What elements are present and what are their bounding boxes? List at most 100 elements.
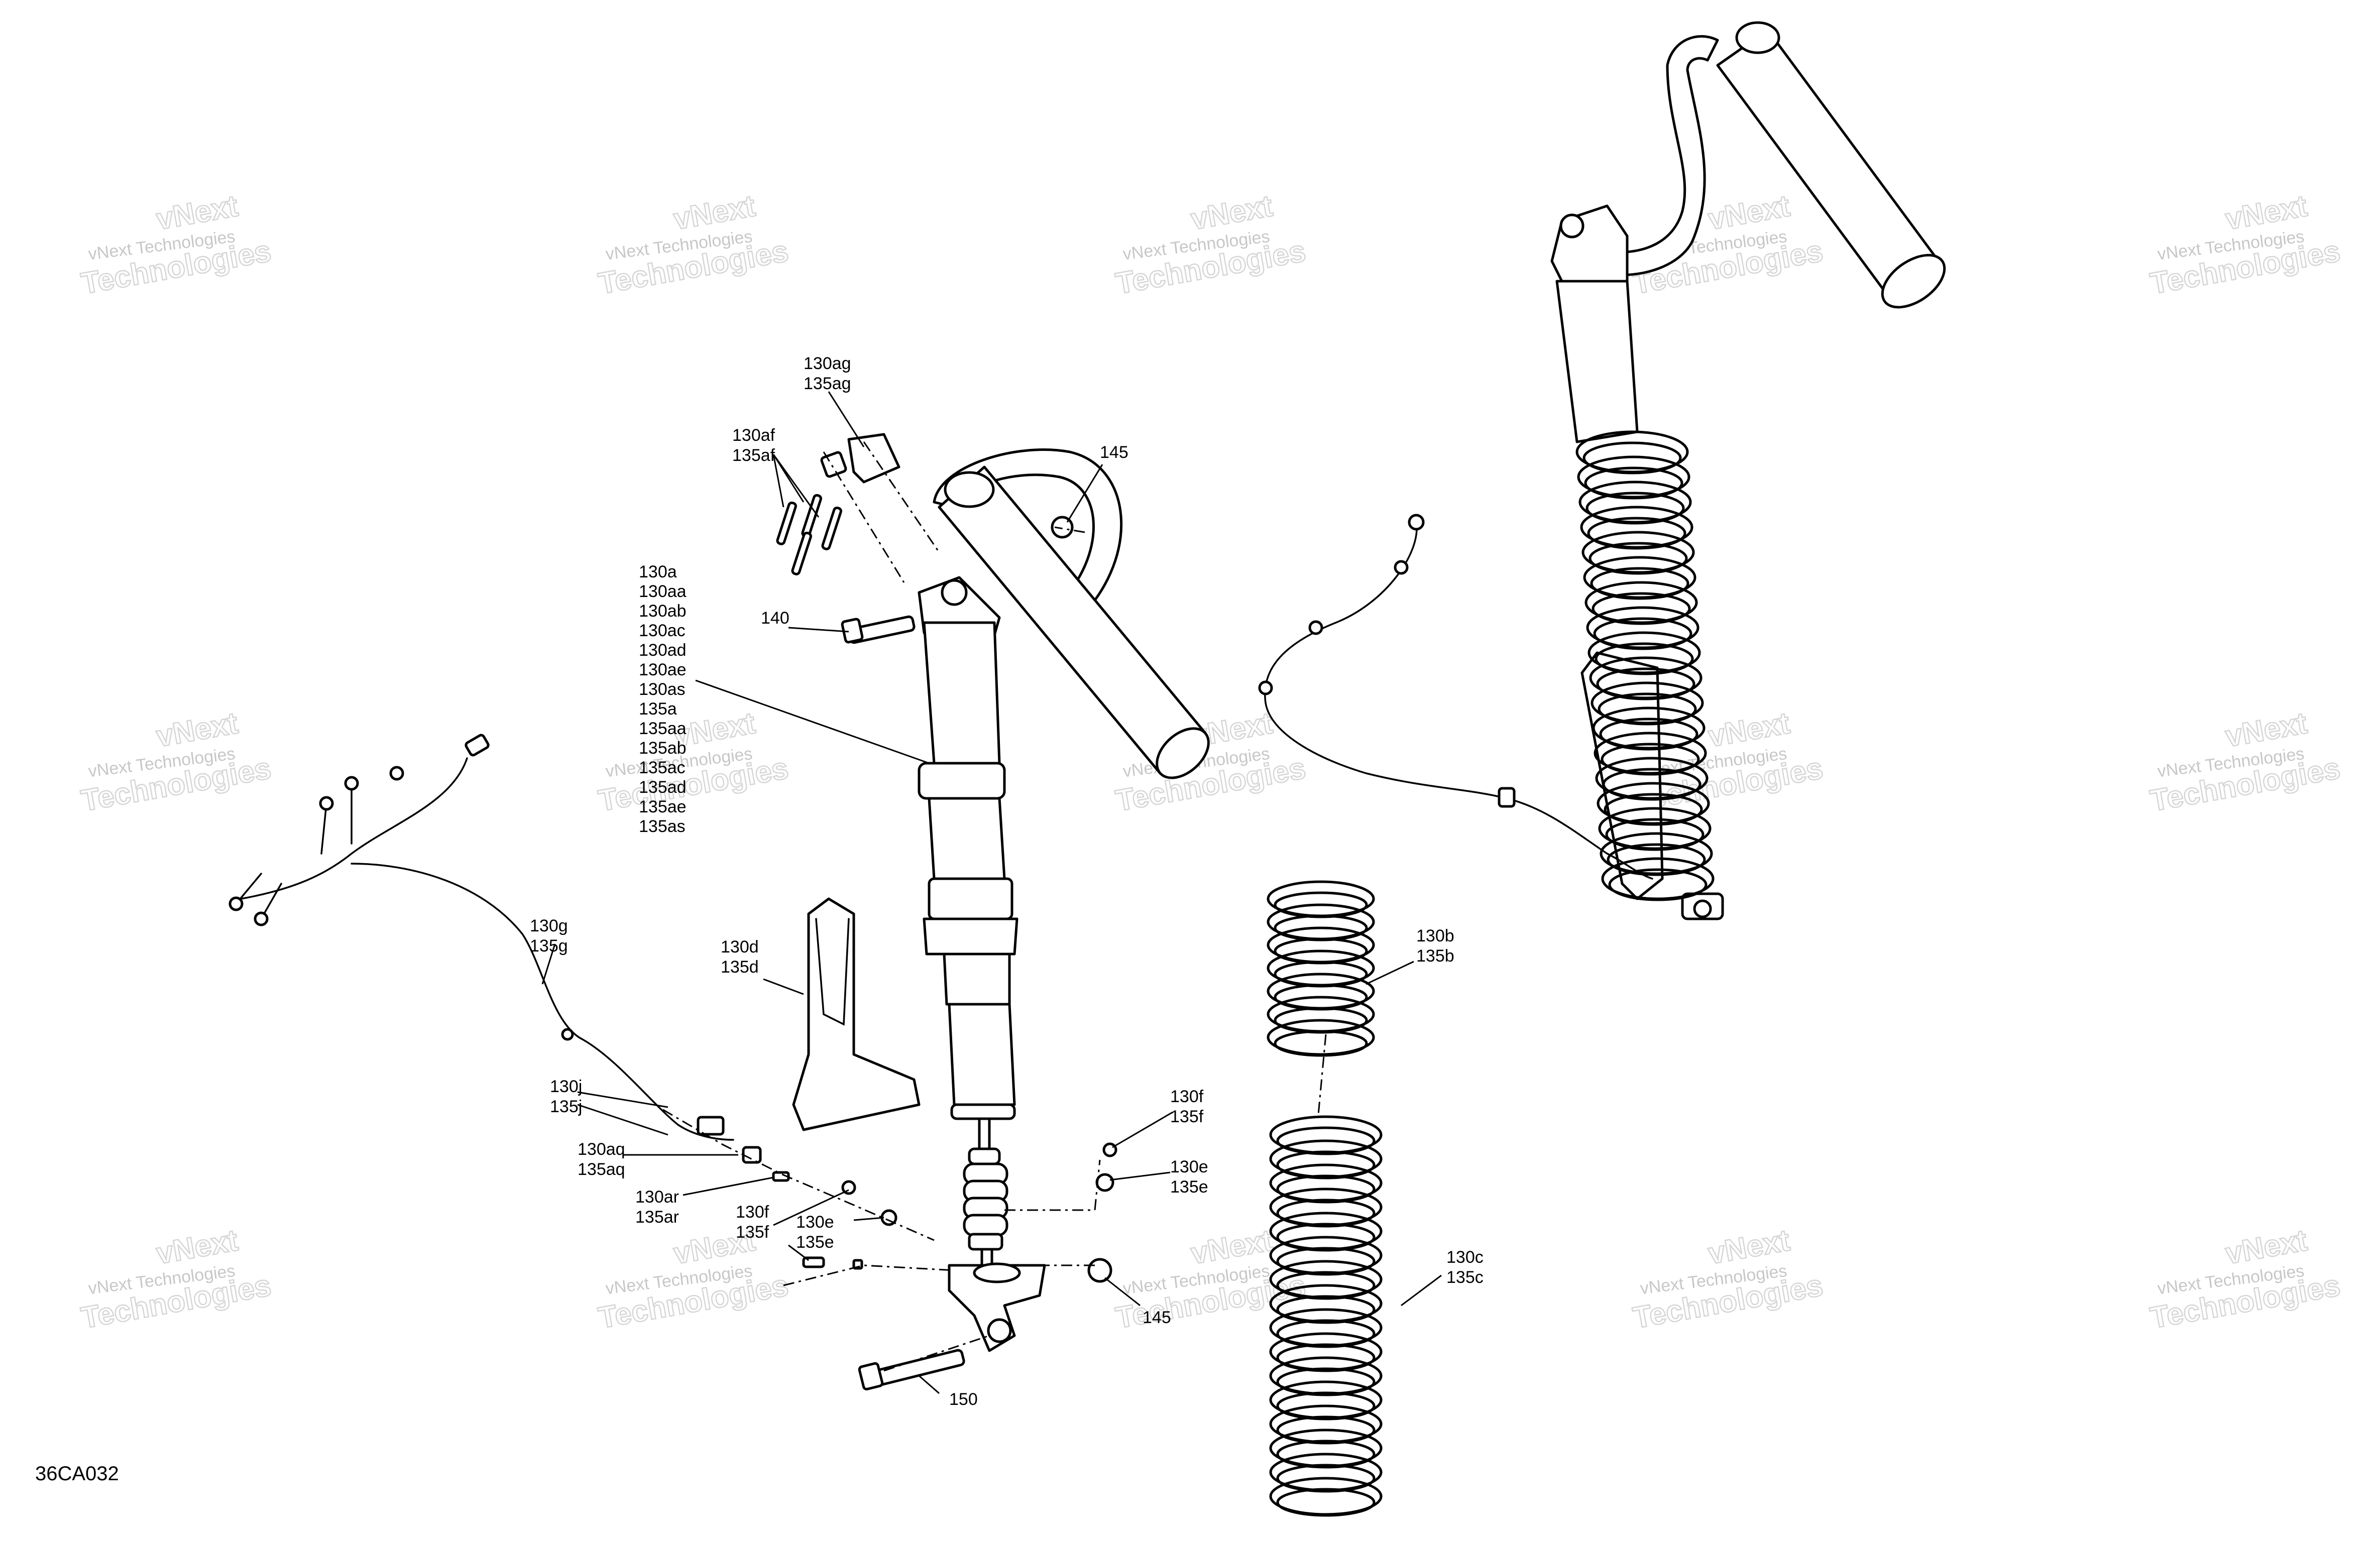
- spring-coil-inner: [1601, 743, 1700, 776]
- spring-coil-inner: [1608, 868, 1708, 901]
- rear-upper-bushing: [1559, 213, 1584, 239]
- callout-130d: 130d 135d: [721, 937, 763, 977]
- spring-coil-inner: [1605, 818, 1705, 851]
- spring-coil-inner: [1276, 1199, 1376, 1228]
- spring-coil-inner: [1598, 692, 1697, 726]
- spring-coil-inner: [1582, 441, 1682, 474]
- rear-harness-clip-3: [1308, 620, 1323, 635]
- bolt-150-head: [858, 1362, 884, 1391]
- rear-reservoir-hose: [1596, 35, 1719, 276]
- washer-130e-right: [1095, 1173, 1114, 1192]
- bolt-130af-2: [801, 494, 822, 538]
- shock-tube-lower: [943, 953, 1011, 1006]
- spring-coil-inner: [1276, 1223, 1376, 1252]
- spring-coil-inner: [1587, 517, 1686, 550]
- rear-harness: [1258, 514, 1653, 880]
- callout-130e-right: 130e 135e: [1170, 1157, 1213, 1197]
- spring-coil-inner: [1584, 466, 1683, 500]
- front-shock-hardware: [697, 433, 1117, 1391]
- harness-clip-5: [389, 766, 404, 781]
- spring-coil-inner: [1604, 793, 1703, 826]
- spring-coil-inner: [1276, 1464, 1376, 1493]
- callout-130f-right: 130f 135f: [1170, 1087, 1208, 1126]
- spring-130b: [1267, 880, 1375, 1057]
- assembly-dash-lines: [662, 441, 1327, 1372]
- spring-coil-inner: [1596, 667, 1695, 700]
- rear-adjuster-knob: [1735, 21, 1780, 54]
- callout-145-upper: 145: [1100, 443, 1128, 462]
- harness-clip-3: [229, 896, 244, 911]
- spring-coil-inner: [1585, 492, 1685, 525]
- callout-130a-item: 135as: [639, 817, 686, 836]
- damper-tube: [948, 1003, 1016, 1106]
- front-shock-assembly: [792, 448, 1210, 1352]
- harness-branches: [235, 782, 353, 920]
- bolt-130af-1: [776, 501, 797, 545]
- callout-130a-item: 130ac: [639, 621, 686, 640]
- spring-seat: [923, 917, 1018, 956]
- bump-stop: [963, 1147, 1008, 1251]
- lower-eye-bushing: [987, 1318, 1012, 1343]
- spring-130c: [1269, 1115, 1383, 1517]
- rear-harness-clip-2: [1394, 560, 1409, 575]
- callout-130a-item: 130ae: [639, 660, 687, 679]
- callout-130a-item: 135ae: [639, 797, 687, 816]
- bolt-130af-3: [821, 506, 842, 550]
- harness-branch-1: [240, 757, 468, 900]
- rear-lower-bushing: [1693, 899, 1712, 918]
- rear-coil-spring: [1575, 430, 1715, 901]
- rear-harness-clip-1: [1408, 514, 1425, 531]
- callout-150: 150: [949, 1390, 978, 1409]
- spring-coil-inner: [1276, 1126, 1376, 1155]
- lower-mount: [948, 1264, 1046, 1352]
- rear-shock-assembly: [1550, 21, 1946, 920]
- spring-coil-inner: [1590, 567, 1689, 600]
- spring-coil-inner: [1276, 1271, 1376, 1300]
- harness-clip-2: [344, 776, 359, 791]
- rear-harness-connector: [1498, 787, 1516, 808]
- reservoir-adjuster-knob: [944, 471, 995, 508]
- spring-coil-inner: [1276, 1174, 1376, 1204]
- harness-clip-6: [561, 1028, 574, 1041]
- callout-130a-item: 130as: [639, 680, 686, 699]
- rear-reservoir-end-cap: [1881, 254, 1946, 309]
- shock-body: [923, 621, 1001, 765]
- spring-coil-inner: [1274, 1030, 1368, 1057]
- washer-130f-left: [841, 1180, 856, 1195]
- callout-130g: 130g 135g: [530, 916, 573, 956]
- preload-collar: [918, 762, 1006, 800]
- callout-140: 140: [761, 609, 789, 628]
- spring-coil-inner: [1276, 1319, 1376, 1348]
- callout-130a-item: 135ad: [639, 778, 687, 797]
- spring-coil-inner: [1602, 768, 1702, 801]
- callout-130ag: 130ag 135ag: [804, 354, 856, 393]
- spring-coil-inner: [1276, 1150, 1376, 1179]
- nut-145-lower: [1087, 1258, 1112, 1283]
- callout-130a-item: 130ad: [639, 641, 687, 660]
- callout-130ar: 130ar 135ar: [635, 1188, 684, 1227]
- spring-coil-inner: [1592, 592, 1691, 625]
- spring-coil-inner: [1276, 1343, 1376, 1372]
- damper-cap: [950, 1103, 1016, 1120]
- guard-rib: [815, 918, 850, 1026]
- callout-leaders: [541, 391, 1442, 1394]
- callout-145-lower: 145: [1143, 1308, 1171, 1327]
- shock-guard-bracket: [792, 897, 921, 1131]
- harness-plug: [465, 734, 490, 757]
- callout-130a-item: 130a: [639, 562, 677, 581]
- spring-coil-inner: [1276, 1247, 1376, 1276]
- callout-130f-left: 130f 135f: [736, 1203, 774, 1242]
- shock-collar-lower: [928, 877, 1013, 920]
- harness-clip-1: [319, 796, 334, 811]
- shock-tube-mid: [928, 797, 1006, 880]
- lower-spring-seat: [973, 1262, 1021, 1283]
- harness-main-run: [351, 863, 734, 1141]
- spring-coil-inner: [1276, 1488, 1376, 1517]
- callout-130e-left: 130e 135e: [796, 1213, 839, 1252]
- upper-mount-bushing: [941, 579, 968, 606]
- piston-rod: [978, 1117, 991, 1150]
- callout-130b: 130b 135b: [1416, 926, 1459, 966]
